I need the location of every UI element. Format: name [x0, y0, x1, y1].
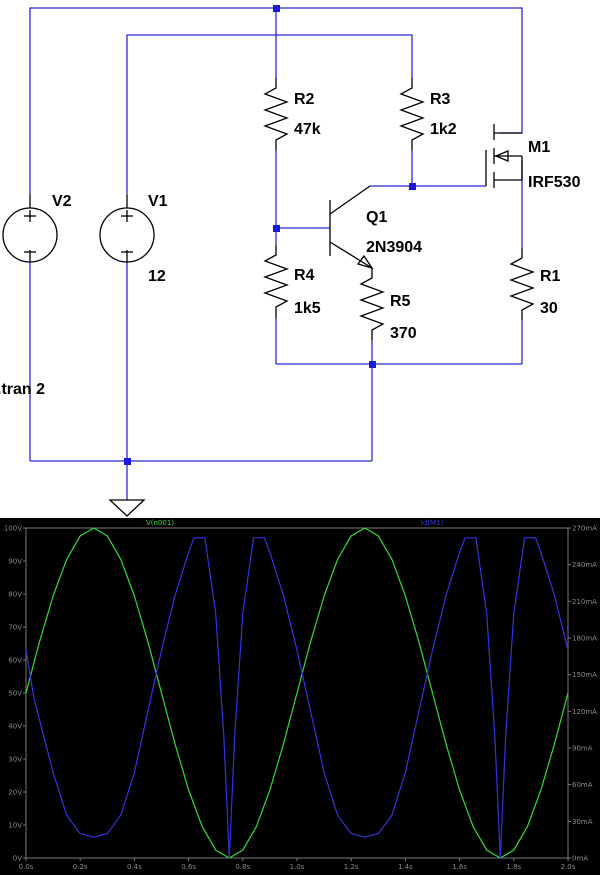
right-tick-label: 270mA: [572, 525, 597, 533]
left-tick-label: 70V: [8, 624, 22, 632]
right-tick-label: 30mA: [572, 818, 593, 826]
resistor-r4: [263, 245, 289, 318]
left-tick-label: 100V: [4, 525, 22, 533]
x-tick-label: 0.0s: [19, 863, 34, 871]
left-tick-label: 60V: [8, 657, 22, 665]
spice-directive: .tran 2: [0, 381, 45, 398]
voltage-source-v2: [2, 195, 58, 263]
label-m1-name: M1: [528, 139, 550, 156]
right-tick-label: 240mA: [572, 561, 597, 569]
x-tick-label: 1.6s: [452, 863, 467, 871]
right-axis: 0mA 30mA 60mA 90mA 120mA 150mA 180mA 210mA 240mA…: [568, 525, 597, 863]
left-tick-label: 90V: [8, 558, 22, 566]
series-line-1: [25, 527, 569, 859]
right-tick-label: 210mA: [572, 598, 597, 606]
x-tick-label: 0.4s: [127, 863, 142, 871]
left-tick-label: 50V: [8, 690, 22, 698]
series-line-2: [25, 537, 569, 859]
label-v1-name: V1: [148, 193, 168, 210]
label-r5-value: 370: [390, 325, 417, 342]
label-r2-name: R2: [294, 91, 315, 108]
left-tick-label: 30V: [8, 756, 22, 764]
right-tick-label: 120mA: [572, 708, 597, 716]
resistor-r2: [263, 78, 289, 150]
transistor-q1: [329, 185, 374, 270]
label-r3-value: 1k2: [430, 121, 457, 138]
right-tick-label: 150mA: [572, 671, 597, 679]
right-tick-label: 0mA: [572, 855, 588, 863]
x-tick-label: 1.0s: [290, 863, 305, 871]
legend-entry[interactable]: Id(M1): [421, 519, 444, 527]
right-tick-label: 60mA: [572, 781, 593, 789]
label-v2-name: V2: [52, 193, 72, 210]
label-r2-value: 47k: [294, 121, 321, 138]
legend: V(n001) Id(M1): [146, 519, 444, 527]
label-r1-value: 30: [540, 300, 558, 317]
voltage-source-v1: [99, 195, 155, 263]
label-r4-name: R4: [294, 267, 315, 284]
left-axis: 0V 10V 20V 30V 40V 50V 60V 70V 80V 90V 100V: [4, 525, 26, 863]
right-tick-label: 90mA: [572, 745, 593, 753]
legend-entry[interactable]: V(n001): [146, 519, 174, 527]
x-tick-label: 1.4s: [398, 863, 413, 871]
label-m1-value: IRF530: [528, 174, 581, 191]
label-q1-value: 2N3904: [366, 239, 422, 256]
label-q1-name: Q1: [366, 209, 387, 226]
left-tick-label: 10V: [8, 822, 22, 830]
left-tick-label: 40V: [8, 723, 22, 731]
resistor-r3: [399, 78, 425, 150]
label-v1-value: 12: [148, 268, 166, 285]
x-tick-label: 1.2s: [344, 863, 359, 871]
mosfet-m1: [485, 124, 523, 188]
resistor-r5: [359, 268, 385, 340]
junction-dots: [124, 5, 416, 465]
x-tick-label: 0.2s: [73, 863, 88, 871]
x-tick-label: 0.6s: [181, 863, 196, 871]
resistor-r1: [509, 248, 535, 320]
label-r5-name: R5: [390, 293, 411, 310]
circuit-schematic: V2 V1 12 R2 47k R3 1k2 Q1 2N3904 M1 IRF5…: [0, 5, 581, 517]
series-lines: [25, 527, 569, 859]
left-tick-label: 0V: [13, 855, 22, 863]
label-r4-value: 1k5: [294, 300, 321, 317]
x-tick-label: 2.0s: [561, 863, 576, 871]
left-tick-label: 80V: [8, 591, 22, 599]
x-tick-label: 1.8s: [506, 863, 521, 871]
left-tick-label: 20V: [8, 789, 22, 797]
waveform-plot: 0V 10V 20V 30V 40V 50V 60V 70V 80V 90V 100V 0mA 30m…: [0, 518, 600, 875]
right-tick-label: 180mA: [572, 635, 597, 643]
label-r3-name: R3: [430, 91, 451, 108]
x-axis: 0.0s 0.2s 0.4s 0.6s 0.8s 1.0s 1.2s 1.4s 1.6s 1.8s…: [19, 858, 576, 871]
ground-symbol: [108, 499, 146, 517]
x-tick-label: 0.8s: [235, 863, 250, 871]
label-r1-name: R1: [540, 268, 561, 285]
component-labels: V2 V1 12 R2 47k R3 1k2 Q1 2N3904 M1 IRF5…: [0, 91, 581, 398]
